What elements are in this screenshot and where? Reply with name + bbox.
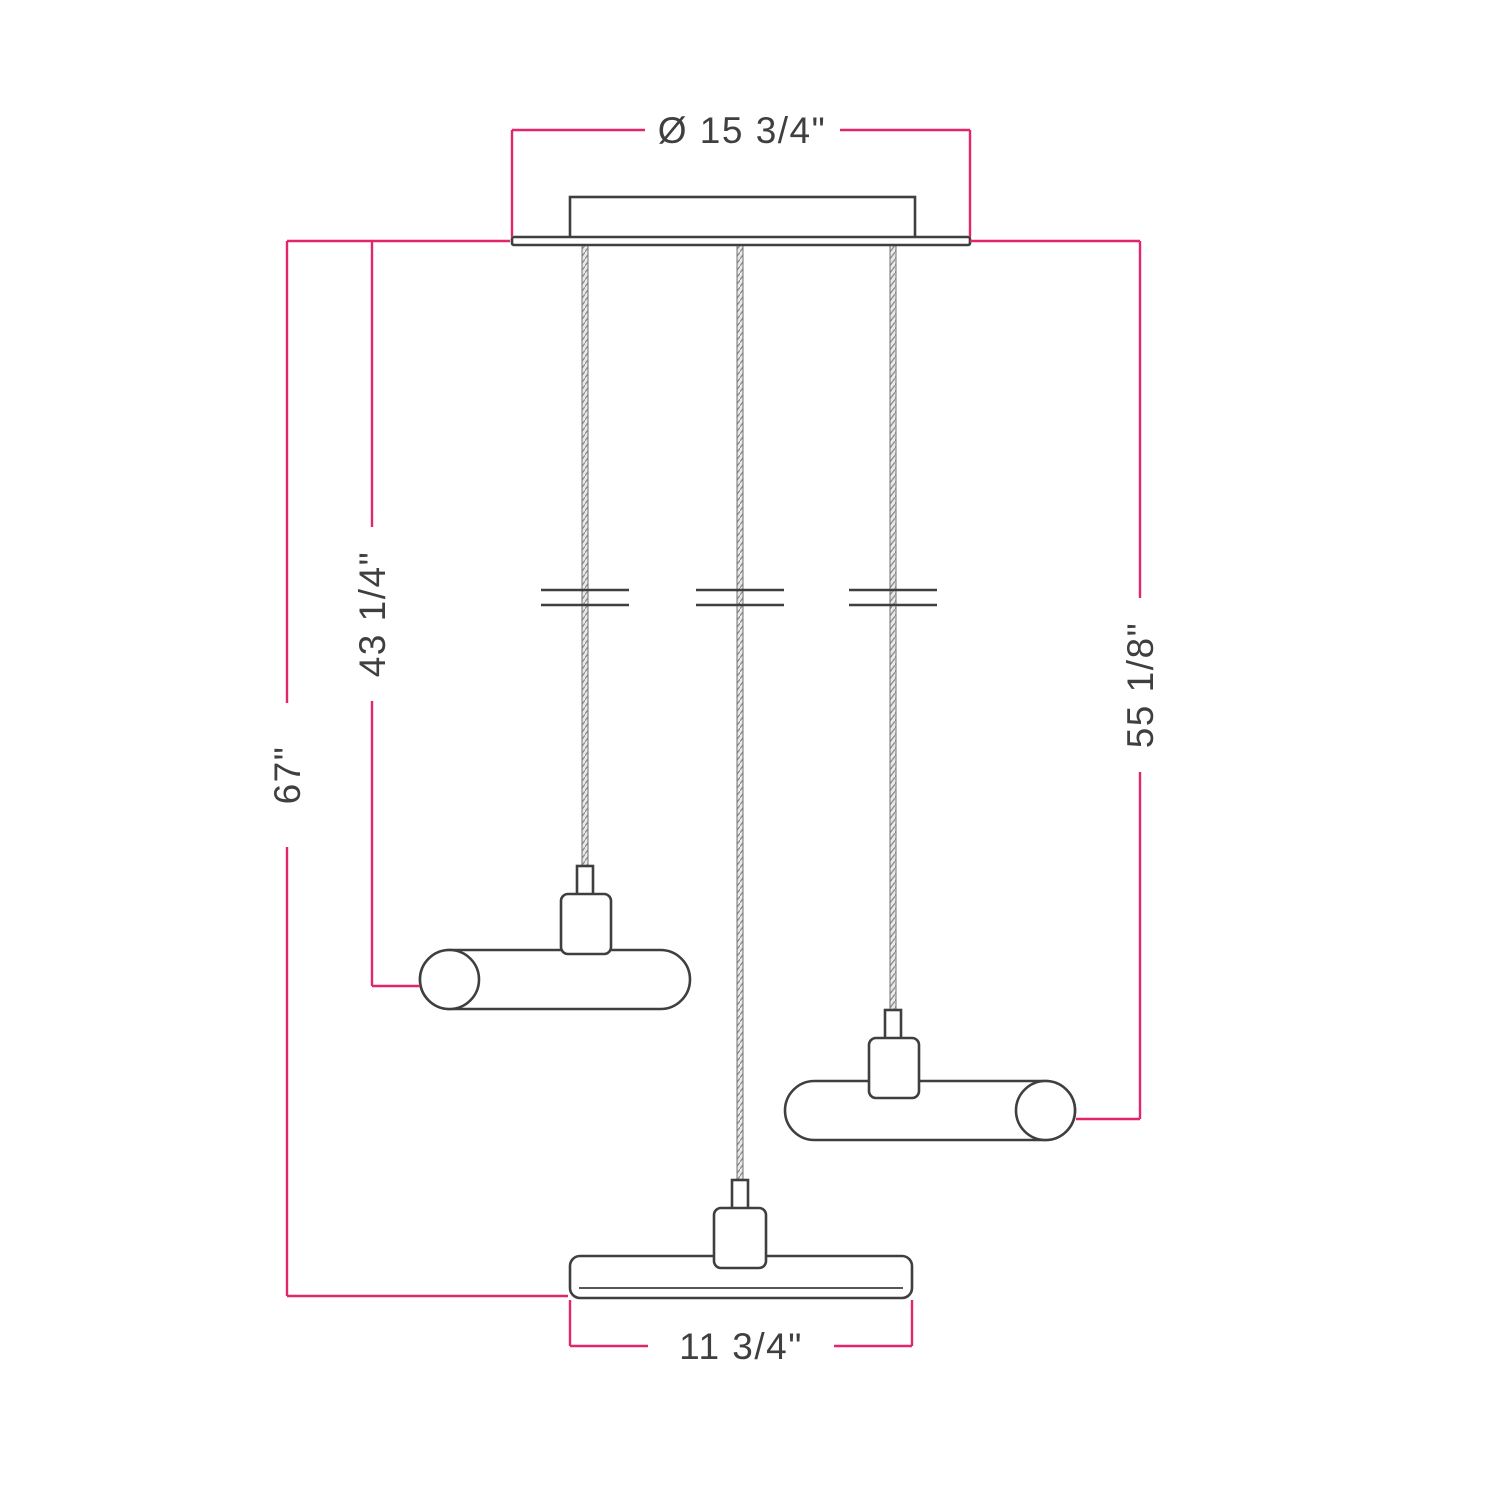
canopy-plate xyxy=(510,235,972,247)
pendant-right-socket xyxy=(867,1036,921,1100)
cord-right xyxy=(889,242,897,1014)
dimension-right-height xyxy=(970,239,1142,1121)
dimension-labels: Ø 15 3/4" 67" 43 1/4" 55 1/8" 11 3/4" xyxy=(267,110,1161,1367)
dimension-canopy-diameter xyxy=(510,128,972,237)
label-shade-width: 11 3/4" xyxy=(679,1326,803,1367)
ceiling-canopy xyxy=(510,195,972,247)
pendant-left-socket xyxy=(559,892,613,956)
label-mid-pendant-height: 43 1/4" xyxy=(352,551,393,678)
dimension-mid-height xyxy=(370,241,420,988)
pendant-bottom xyxy=(568,1178,914,1300)
cord-middle xyxy=(736,242,744,1184)
pendant-left xyxy=(418,864,692,1011)
dimension-lines xyxy=(285,128,1142,1348)
dimension-overall-height xyxy=(285,239,568,1298)
fixture-drawing xyxy=(418,195,1077,1300)
pendant-right-endcap xyxy=(1014,1079,1077,1142)
pendant-bottom-socket xyxy=(712,1206,768,1270)
canopy-body xyxy=(568,195,917,240)
label-overall-height: 67" xyxy=(267,746,308,805)
label-right-pendant-height: 55 1/8" xyxy=(1120,622,1161,749)
pendant-right xyxy=(783,1008,1077,1142)
cord-left xyxy=(581,242,589,870)
dimension-shade-width xyxy=(568,1300,914,1348)
label-canopy-diameter: Ø 15 3/4" xyxy=(658,110,827,151)
cord-break-marks xyxy=(541,588,937,607)
pendant-left-endcap xyxy=(418,948,481,1011)
